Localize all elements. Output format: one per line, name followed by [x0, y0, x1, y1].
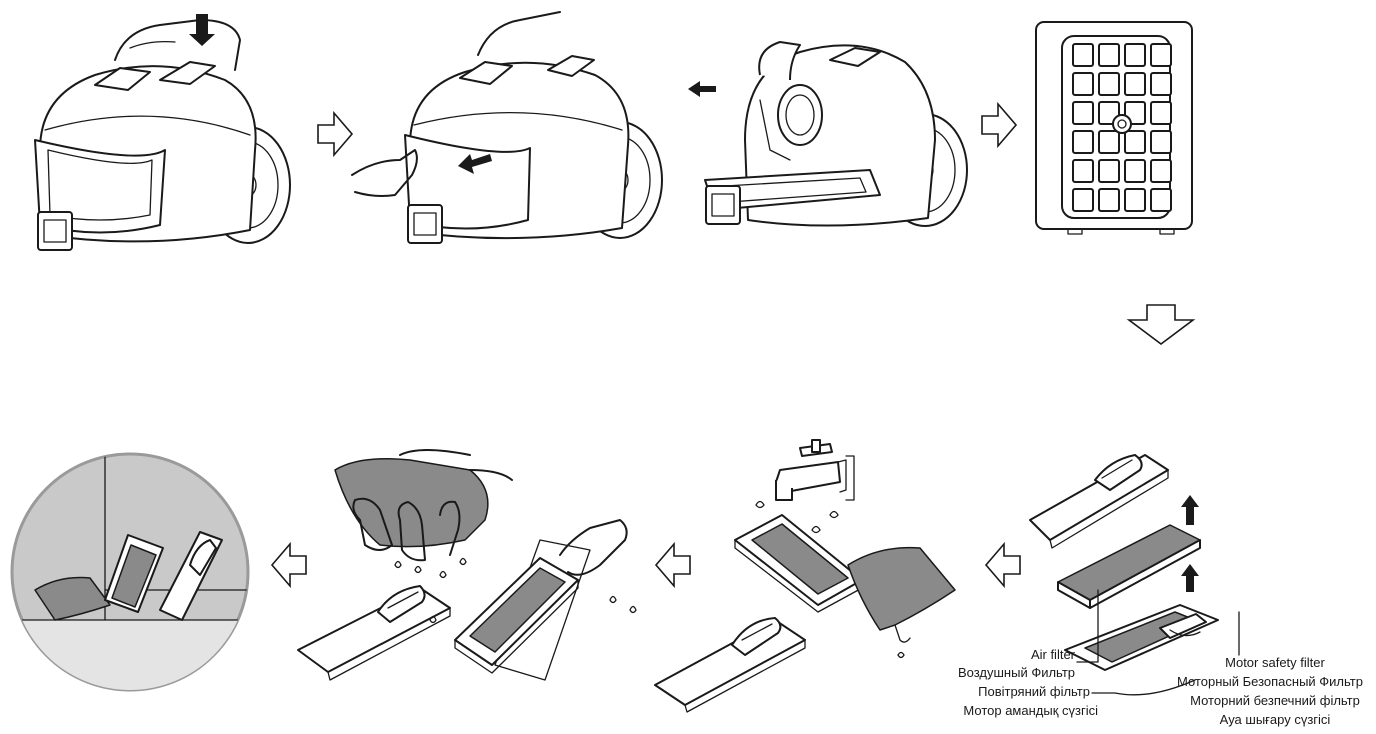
motor-safety-filter-label-uk: Моторний безпечний фільтр — [1190, 693, 1360, 708]
arrow-left-icon — [984, 541, 1021, 589]
arrow-left-icon — [270, 541, 307, 589]
air-filter-label-ru: Воздушный Фильтр — [957, 665, 1075, 680]
step8-air-dry-filters — [10, 452, 250, 692]
filter-grid-cell — [1124, 188, 1146, 212]
filter-grid-cell — [1072, 159, 1094, 183]
step6-wash-filter-under-tap — [654, 439, 956, 713]
filter-grid-cell — [1072, 43, 1094, 67]
filter-grid-cell — [1150, 188, 1172, 212]
step2-vacuum-remove-bin — [351, 11, 663, 244]
filter-grid-cell — [1124, 130, 1146, 154]
filter-grid-cell — [1124, 159, 1146, 183]
step4-exhaust-filter-grid — [1035, 21, 1193, 235]
water-tap-icon — [775, 439, 855, 501]
filter-center-hub — [1112, 114, 1132, 134]
step3-open-dust-chamber — [704, 41, 968, 227]
filter-grid-cell — [1072, 101, 1094, 125]
motor-safety-filter-label-kk: Ауа шығару сүзгісі — [1219, 712, 1331, 727]
filter-center-hub-inner — [1117, 119, 1127, 129]
step7-squeeze-and-dry-filters — [297, 449, 637, 681]
filter-grid-cell — [1150, 159, 1172, 183]
filter-grid-cell — [1098, 43, 1120, 67]
arrow-down-icon — [1126, 304, 1196, 345]
filter-grid-cell — [1072, 188, 1094, 212]
filter-grid-cell — [1072, 130, 1094, 154]
filter-grid-cell — [1098, 130, 1120, 154]
air-filter-label-kk: Мотор амандық сүзгісі — [963, 703, 1098, 718]
motor-safety-filter-label-ru: Моторный Безопасный Фильтр — [1177, 674, 1363, 689]
arrow-left-small-icon — [688, 81, 716, 97]
step5-separate-filters — [1029, 454, 1240, 696]
arrow-left-icon — [654, 541, 691, 589]
filter-grid-cell — [1124, 43, 1146, 67]
arrow-right-icon — [317, 110, 354, 158]
filter-grid-cell — [1150, 72, 1172, 96]
filter-grid-cell — [1098, 188, 1120, 212]
filter-grid-cell — [1072, 72, 1094, 96]
filter-grid-cell — [1150, 101, 1172, 125]
air-filter-label-en: Air filter — [1030, 647, 1075, 662]
filter-grid-cell — [1150, 130, 1172, 154]
filter-grid-cell — [1098, 159, 1120, 183]
step1-vacuum-press-button — [34, 14, 291, 251]
motor-safety-filter-label-en: Motor safety filter — [1225, 655, 1325, 670]
filter-grid-cell — [1098, 72, 1120, 96]
arrow-right-icon — [981, 101, 1018, 149]
filter-grid-cell — [1150, 43, 1172, 67]
filter-grid-cell — [1124, 72, 1146, 96]
air-filter-label-uk: Повітряний фільтр — [978, 684, 1090, 699]
